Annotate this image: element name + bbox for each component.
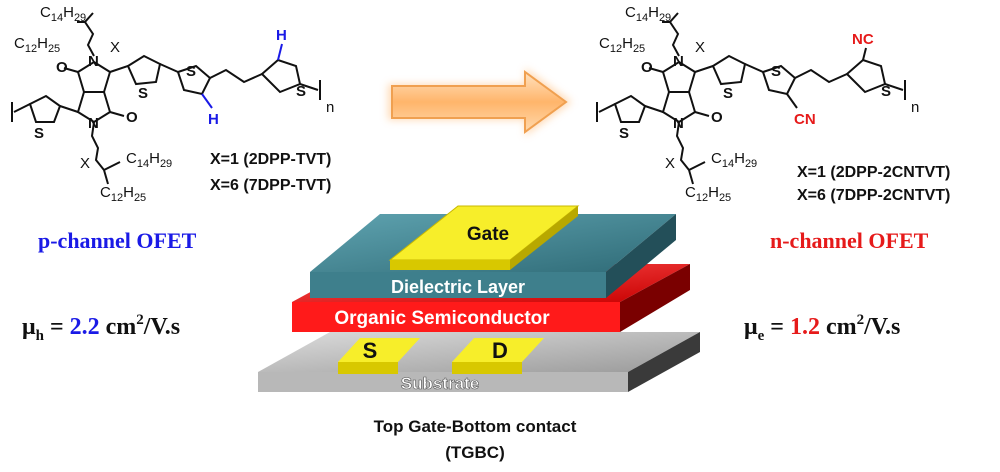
left-n-top: N (88, 53, 99, 70)
svg-text:C12H25: C12H25 (685, 184, 731, 204)
caption-line-2: (TGBC) (445, 443, 504, 462)
right-note-x1: X=1 (2DPP-2CNTVT) (797, 164, 950, 181)
transformation-arrow (388, 68, 572, 136)
left-thiophene-3 (260, 58, 302, 94)
svg-text:n: n (911, 99, 919, 116)
svg-text:S: S (771, 63, 781, 80)
n-channel-label: n-channel OFET (770, 228, 929, 253)
right-cn-label: CN (794, 111, 816, 128)
electron-mobility: μe = 1.2 cm2/V.s (744, 312, 900, 344)
tgbc-device-stack: Substrate S D Organic Semiconductor Diel… (258, 205, 700, 393)
left-thiophene-1 (126, 54, 162, 86)
svg-text:S: S (619, 125, 629, 142)
left-polymer-labels: C14H29 C12H25 X O N N O S S S S H H n X … (14, 4, 334, 204)
left-vinylene (209, 68, 263, 84)
left-dpp-ring-b (76, 91, 112, 124)
svg-text:N: N (673, 53, 684, 70)
semiconductor-label: Organic Semiconductor (334, 308, 550, 329)
left-x-bottom: X (80, 155, 90, 172)
source-label: S (363, 338, 378, 363)
left-s-3: S (296, 83, 306, 100)
left-n-repeat: n (326, 99, 334, 116)
substrate-label: Substrate (401, 374, 479, 393)
left-x-top: X (110, 39, 120, 56)
right-polymer-labels: C14H29 C12H25 X O N N O S S S S NC CN n … (599, 4, 950, 204)
left-c14-bottom: C14H29 (126, 150, 172, 170)
left-h-top: H (276, 27, 287, 44)
source-electrode: S (338, 338, 420, 374)
svg-text:O: O (711, 109, 723, 126)
left-s-1: S (138, 85, 148, 102)
left-bottom-sidechain (90, 121, 105, 171)
svg-text:C12H25: C12H25 (599, 35, 645, 55)
svg-text:C14H29: C14H29 (711, 150, 757, 170)
left-s-end: S (34, 125, 44, 142)
dielectric-label: Dielectric Layer (391, 277, 525, 297)
left-n-bottom: N (88, 115, 99, 132)
left-c12-bottom: C12H25 (100, 184, 146, 204)
svg-text:X: X (665, 155, 675, 172)
drain-label: D (492, 338, 508, 363)
drain-electrode: D (452, 338, 544, 374)
left-end-thiophene (28, 94, 62, 123)
left-note-x6: X=6 (7DPP-TVT) (210, 177, 331, 194)
left-o-top: O (56, 59, 68, 76)
gate-label: Gate (467, 224, 509, 245)
right-nc-label: NC (852, 31, 874, 48)
left-c14-label: C14H29 (40, 4, 86, 24)
right-polymer-structure (596, 12, 906, 185)
left-polymer-structure (11, 12, 321, 185)
left-h-bottom: H (208, 111, 219, 128)
gate-electrode: Gate (388, 205, 580, 270)
hole-mobility: μh = 2.2 cm2/V.s (22, 312, 180, 344)
caption-line-1: Top Gate-Bottom contact (374, 417, 577, 436)
left-o-bottom: O (126, 109, 138, 126)
left-c12-label: C12H25 (14, 35, 60, 55)
right-note-x6: X=6 (7DPP-2CNTVT) (797, 187, 950, 204)
svg-text:S: S (723, 85, 733, 102)
left-thiophene-2 (176, 64, 212, 96)
svg-text:N: N (673, 115, 684, 132)
svg-text:S: S (881, 83, 891, 100)
left-top-sidechain (83, 12, 95, 57)
left-note-x1: X=1 (2DPP-TVT) (210, 151, 331, 168)
svg-text:O: O (641, 59, 653, 76)
p-channel-label: p-channel OFET (38, 228, 197, 253)
left-s-2: S (186, 63, 196, 80)
svg-text:X: X (695, 39, 705, 56)
svg-text:C14H29: C14H29 (625, 4, 671, 24)
